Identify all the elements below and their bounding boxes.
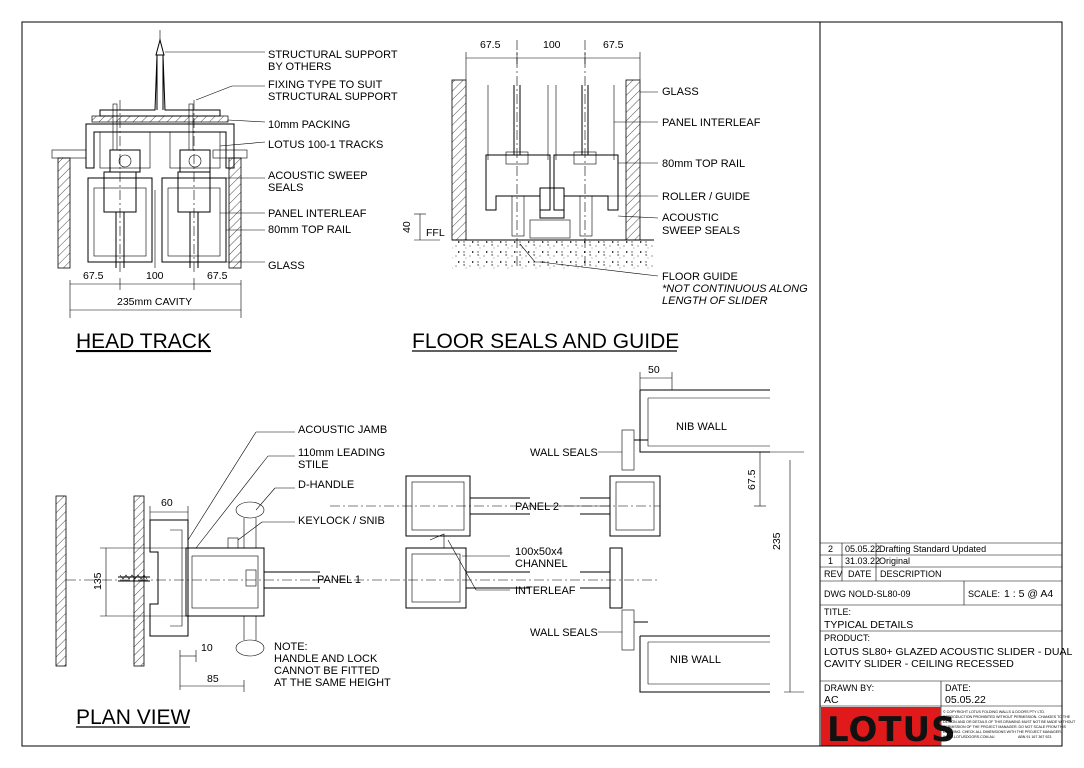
label-panel-2: PANEL 2 [515, 501, 559, 513]
label-panel-1: PANEL 1 [317, 574, 361, 586]
dim-floor-3: 67.5 [603, 39, 624, 51]
label-structural-support-1: STRUCTURAL SUPPORT [268, 49, 398, 61]
title-floor-seals: FLOOR SEALS AND GUIDE [412, 330, 679, 353]
dim-plan-60: 60 [161, 497, 173, 509]
rev-2-number: 2 [828, 544, 833, 554]
label-floor-glass: GLASS [662, 86, 699, 98]
label-floor-interleaf: PANEL INTERLEAF [662, 117, 761, 129]
label-nib-wall-bottom: NIB WALL [670, 654, 721, 666]
copyright-line-1: © COPYRIGHT LOTUS FOLDING WALLS & DOORS … [943, 710, 1045, 714]
copyright-line-3: DESIGN AND OR DETAILS OF THIS DRAWING MU… [943, 720, 1076, 724]
drawn-by-value: AC [824, 694, 839, 706]
label-sweep-1: ACOUSTIC SWEEP [268, 170, 368, 182]
label-tracks: LOTUS 100-1 TRACKS [268, 139, 383, 151]
copyright-line-2: REPRODUCTION PROHIBITED WITHOUT PERMISSI… [943, 715, 1071, 719]
dim-floor-height: 40 [401, 221, 413, 233]
lotus-logo: LOTUS [827, 710, 957, 750]
copyright-line-5: DRAWING. CHECK ALL DIMENSIONS WITH THE P… [943, 730, 1062, 734]
plan-view-labels: ACOUSTIC JAMB 110mm LEADING STILE D-HAND… [76, 364, 783, 729]
label-sweep-2: SEALS [268, 182, 303, 194]
desc-header: DESCRIPTION [880, 569, 942, 579]
label-keylock: KEYLOCK / SNIB [298, 515, 385, 527]
rev-1-desc: Original [879, 556, 910, 566]
plan-view-detail [55, 372, 804, 693]
dim-plan-135: 135 [92, 572, 104, 590]
copyright-website: WWW.LOTUSDOORS.COM.AU [943, 735, 995, 739]
product-label: PRODUCT: [824, 633, 870, 643]
drawn-by-label: DRAWN BY: [824, 683, 874, 693]
scale-label: SCALE: [968, 589, 1000, 599]
rev-header: REV [824, 569, 843, 579]
dim-head-3: 67.5 [207, 270, 228, 282]
title-label: TITLE: [824, 607, 851, 617]
label-wall-seals-bottom: WALL SEALS [530, 627, 598, 639]
label-interleaf: PANEL INTERLEAF [268, 208, 367, 220]
title-head-track: HEAD TRACK [76, 330, 211, 353]
dim-head-1: 67.5 [83, 270, 104, 282]
dwg-no-label: DWG NO: [824, 589, 865, 599]
note-line-3: CANNOT BE FITTED [274, 665, 380, 677]
label-ffl: FFL [426, 227, 445, 239]
product-line-2: CAVITY SLIDER - CEILING RECESSED [824, 658, 1014, 670]
dim-head-cavity: 235mm CAVITY [117, 296, 192, 308]
title-value: TYPICAL DETAILS [824, 619, 913, 631]
rev-1-number: 1 [828, 556, 833, 566]
label-leading-stile-1: 110mm LEADING [298, 447, 385, 459]
label-wall-seals-top: WALL SEALS [530, 447, 598, 459]
rev-2-desc: Drafting Standard Updated [879, 544, 986, 554]
label-roller: ROLLER / GUIDE [662, 191, 750, 203]
rev-1-date: 31.03.22 [845, 556, 880, 566]
head-track-labels: STRUCTURAL SUPPORT BY OTHERS FIXING TYPE… [76, 49, 398, 353]
dim-head-2: 100 [146, 270, 164, 282]
label-fixing-type-2: STRUCTURAL SUPPORT [268, 91, 398, 103]
date-header: DATE [848, 569, 871, 579]
label-structural-support-2: BY OTHERS [268, 61, 331, 73]
sheet-border [21, 21, 1063, 747]
scale-value: 1 : 5 @ A4 [1004, 588, 1053, 600]
label-floor-sweep-2: SWEEP SEALS [662, 225, 740, 237]
label-channel-2: CHANNEL [515, 558, 568, 570]
label-acoustic-jamb: ACOUSTIC JAMB [298, 424, 387, 436]
label-leading-stile-2: STILE [298, 459, 329, 471]
label-fixing-type-1: FIXING TYPE TO SUIT [268, 79, 383, 91]
product-line-1: LOTUS SL80+ GLAZED ACOUSTIC SLIDER - DUA… [824, 646, 1072, 658]
floor-seals-detail [414, 40, 659, 277]
title-plan-view: PLAN VIEW [76, 706, 191, 729]
dim-plan-675: 67.5 [746, 469, 758, 490]
label-top-rail: 80mm TOP RAIL [268, 224, 351, 236]
label-floor-note-2: LENGTH OF SLIDER [662, 295, 768, 307]
label-interleaf: INTERLEAF [515, 585, 576, 597]
copyright-abn: ABN 91 167 367 923 [1018, 735, 1051, 739]
dwg-no-value: LD-SL80-09 [862, 589, 911, 599]
label-floor-sweep-1: ACOUSTIC [662, 212, 719, 224]
label-nib-wall-top: NIB WALL [676, 421, 727, 433]
rev-2-date: 05.05.22 [845, 544, 880, 554]
dim-plan-235: 235 [771, 532, 783, 550]
title-block: 2 05.05.22 Drafting Standard Updated 1 3… [820, 542, 1076, 750]
note-line-4: AT THE SAME HEIGHT [274, 677, 391, 689]
head-track-detail [51, 30, 266, 318]
date-value: 05.05.22 [945, 694, 986, 706]
note-line-2: HANDLE AND LOCK [274, 653, 378, 665]
dim-plan-85: 85 [207, 673, 219, 685]
date-label: DATE: [945, 683, 971, 693]
dim-plan-10: 10 [201, 642, 213, 654]
dim-floor-1: 67.5 [480, 39, 501, 51]
label-packing: 10mm PACKING [268, 119, 350, 131]
label-floor-note-1: *NOT CONTINUOUS ALONG [662, 283, 808, 295]
dim-floor-2: 100 [543, 39, 561, 51]
label-d-handle: D-HANDLE [298, 479, 354, 491]
label-floor-guide: FLOOR GUIDE [662, 271, 738, 283]
dim-plan-50: 50 [648, 364, 660, 376]
logo-background [821, 707, 941, 746]
label-floor-top-rail: 80mm TOP RAIL [662, 158, 745, 170]
floor-seals-labels: 67.5 100 67.5 40 FFL GLASS PANEL INTERLE… [401, 39, 808, 353]
copyright-line-4: PERMISSION OF THE PROJECT MANAGER. DO NO… [943, 725, 1067, 729]
label-glass: GLASS [268, 260, 305, 272]
note-line-1: NOTE: [274, 641, 308, 653]
label-channel-1: 100x50x4 [515, 546, 563, 558]
